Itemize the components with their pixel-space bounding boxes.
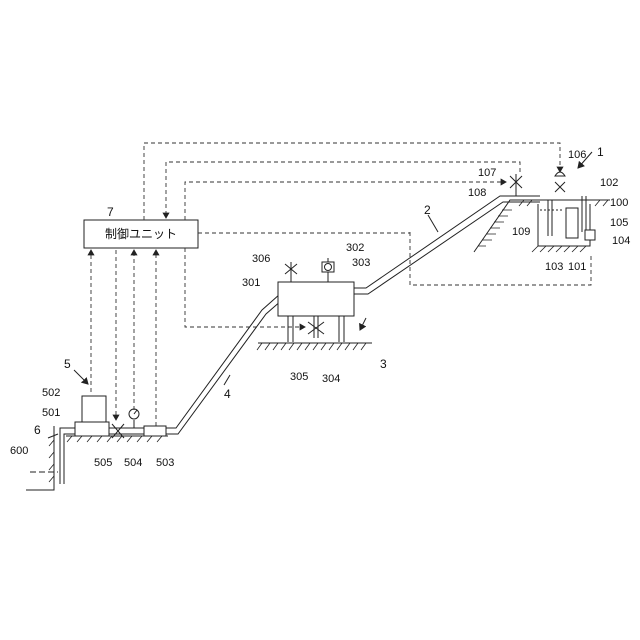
tank-3 xyxy=(257,258,372,350)
sensor-104-icon xyxy=(585,230,595,240)
ref-101: 101 xyxy=(568,261,586,273)
ref-304: 304 xyxy=(322,373,340,385)
valve-106-icon xyxy=(555,182,565,192)
ref-306: 306 xyxy=(252,253,270,265)
unit-1 xyxy=(474,172,610,252)
ref-2: 2 xyxy=(424,203,431,217)
ref-103: 103 xyxy=(545,261,563,273)
pipe-2 xyxy=(354,196,540,294)
ref-3: 3 xyxy=(380,357,387,371)
ref-105: 105 xyxy=(610,217,628,229)
ref-502: 502 xyxy=(42,387,60,399)
ref-301: 301 xyxy=(242,277,260,289)
ref-6: 6 xyxy=(34,423,41,437)
ref-505: 505 xyxy=(94,457,112,469)
ref-5: 5 xyxy=(64,357,71,371)
ref-305: 305 xyxy=(290,371,308,383)
ref-600: 600 xyxy=(10,445,28,457)
meter-503-icon xyxy=(144,426,166,436)
ref-104: 104 xyxy=(612,235,630,247)
ref-7: 7 xyxy=(107,205,114,219)
ref-107: 107 xyxy=(478,167,496,179)
control-unit: 制御ユニット xyxy=(84,220,198,248)
ref-4: 4 xyxy=(224,387,231,401)
ref-106: 106 xyxy=(568,149,586,161)
valve-304-icon xyxy=(308,322,324,334)
ref-302: 302 xyxy=(346,242,364,254)
control-unit-label: 制御ユニット xyxy=(105,226,177,241)
ref-504: 504 xyxy=(124,457,142,469)
ref-100: 100 xyxy=(610,197,628,209)
ref-108: 108 xyxy=(468,187,486,199)
ref-501: 501 xyxy=(42,407,60,419)
ref-109: 109 xyxy=(512,226,530,238)
ref-102: 102 xyxy=(600,177,618,189)
ref-1: 1 xyxy=(597,145,604,159)
ref-503: 503 xyxy=(156,457,174,469)
ref-303: 303 xyxy=(352,257,370,269)
